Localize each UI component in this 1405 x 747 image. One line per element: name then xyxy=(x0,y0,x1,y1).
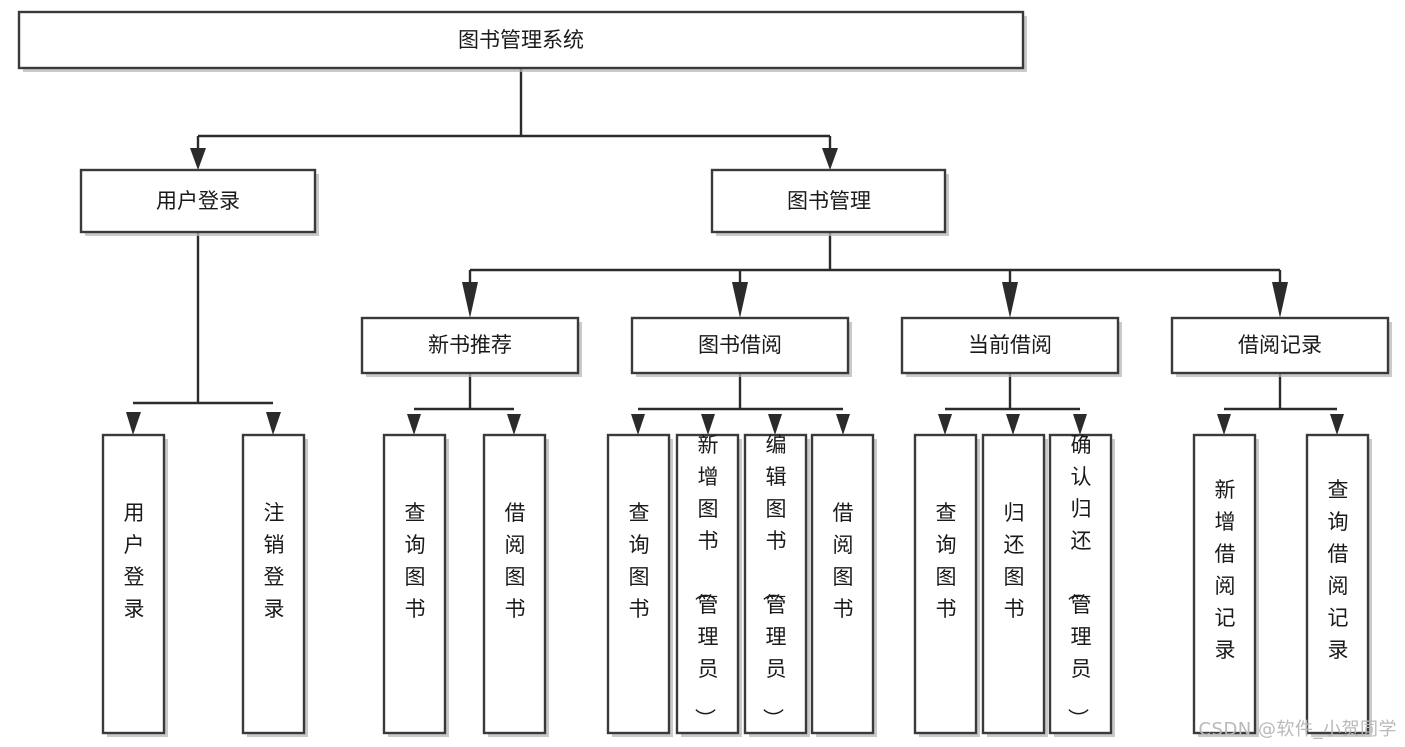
current-borrow-rect xyxy=(900,316,1120,375)
leaf-label: 新增图书（管理员） xyxy=(693,433,719,729)
leaf-label: 借阅图书 xyxy=(833,501,854,621)
new-book-recommend-label: 新书推荐 xyxy=(428,333,512,357)
leaf-user-login-1[interactable]: 用户登录 xyxy=(101,433,168,737)
arrow-borrowrecord-leaf-2 xyxy=(1330,414,1344,435)
leaf-label: 查询图书 xyxy=(936,501,957,621)
leaf-rect xyxy=(810,433,875,735)
borrow-record-label: 借阅记录 xyxy=(1238,333,1322,357)
leaf-rect xyxy=(743,433,808,735)
arrow-bookborrow-leaf-1 xyxy=(631,414,645,435)
arrow-currentborrow-leaf-1 xyxy=(938,414,952,435)
borrow-record-rect xyxy=(1170,316,1390,375)
leaf-new-book-2[interactable]: 借阅图书 xyxy=(482,433,549,737)
node-root[interactable]: 图书管理系统 xyxy=(17,10,1027,72)
arrow-bookmgmt-to-borrow xyxy=(732,282,748,318)
leaf-rect xyxy=(1305,433,1370,735)
leaf-label: 编辑图书（管理员） xyxy=(761,433,787,729)
book-management-label: 图书管理 xyxy=(787,189,871,213)
leaf-label: 借阅图书 xyxy=(505,501,526,621)
leaf-label: 查询图书 xyxy=(405,501,426,621)
arrow-bookborrow-leaf-2 xyxy=(701,414,715,435)
leaf-rect xyxy=(101,433,166,735)
root-rect xyxy=(17,10,1025,70)
leaf-rect xyxy=(606,433,671,735)
new-book-recommend-rect xyxy=(360,316,580,375)
leaf-book-borrow-4[interactable]: 借阅图书 xyxy=(810,433,877,737)
arrow-root-to-book-mgmt xyxy=(822,148,838,170)
leaf-rect xyxy=(382,433,447,735)
leaf-book-borrow-2[interactable]: 新增图书（管理员） xyxy=(675,433,742,737)
current-borrow-label: 当前借阅 xyxy=(968,333,1052,357)
node-book-management[interactable]: 图书管理 xyxy=(710,168,949,236)
leaf-label: 查询借阅记录 xyxy=(1328,478,1349,662)
arrow-bookborrow-leaf-4 xyxy=(836,414,850,435)
book-borrow-label: 图书借阅 xyxy=(698,333,782,357)
leaf-rect xyxy=(482,433,547,735)
leaf-rect xyxy=(1192,433,1257,735)
leaf-rect xyxy=(241,433,306,735)
leaf-rect xyxy=(1048,433,1113,735)
csdn-watermark: CSDN @软件_小贺同学 xyxy=(1198,719,1397,740)
leaf-rect xyxy=(913,433,978,735)
arrow-bookmgmt-to-record xyxy=(1272,282,1288,318)
leaf-label: 归还图书 xyxy=(1004,501,1025,621)
leaf-current-borrow-2[interactable]: 归还图书 xyxy=(981,433,1048,737)
arrow-bookmgmt-to-current xyxy=(1002,282,1018,318)
connector-layer xyxy=(126,68,1344,435)
user-login-rect xyxy=(79,168,317,234)
leaf-rect xyxy=(675,433,740,735)
node-current-borrow[interactable]: 当前借阅 xyxy=(900,316,1122,377)
leaf-current-borrow-3[interactable]: 确认归还（管理员） xyxy=(1048,433,1115,737)
node-user-login[interactable]: 用户登录 xyxy=(79,168,319,236)
book-borrow-rect xyxy=(630,316,850,375)
arrow-currentborrow-leaf-2 xyxy=(1006,414,1020,435)
node-new-book-recommend[interactable]: 新书推荐 xyxy=(360,316,582,377)
leaf-label: 查询图书 xyxy=(629,501,650,621)
arrow-currentborrow-leaf-3 xyxy=(1073,414,1087,435)
leaf-book-borrow-1[interactable]: 查询图书 xyxy=(606,433,673,737)
node-book-borrow[interactable]: 图书借阅 xyxy=(630,316,852,377)
arrow-userlogin-leaf-2 xyxy=(266,412,281,435)
leaf-current-borrow-1[interactable]: 查询图书 xyxy=(913,433,980,737)
leaf-label: 注销登录 xyxy=(264,501,285,621)
leaf-user-login-2[interactable]: 注销登录 xyxy=(241,433,308,737)
user-login-label: 用户登录 xyxy=(156,189,240,213)
arrow-userlogin-leaf-1 xyxy=(126,412,141,435)
book-management-rect xyxy=(710,168,947,234)
leaf-borrow-record-2[interactable]: 查询借阅记录 xyxy=(1305,433,1372,737)
leaf-label: 新增借阅记录 xyxy=(1215,478,1236,662)
node-borrow-record[interactable]: 借阅记录 xyxy=(1170,316,1392,377)
leaf-borrow-record-1[interactable]: 新增借阅记录 xyxy=(1192,433,1259,737)
leaf-rect xyxy=(981,433,1046,735)
arrow-newbook-leaf-2 xyxy=(507,414,521,435)
arrow-borrowrecord-leaf-1 xyxy=(1217,414,1231,435)
root-label: 图书管理系统 xyxy=(458,28,584,52)
leaf-label: 用户登录 xyxy=(124,501,145,621)
leaf-book-borrow-3[interactable]: 编辑图书（管理员） xyxy=(743,433,810,737)
arrow-bookmgmt-to-newbook xyxy=(462,282,478,318)
leaf-new-book-1[interactable]: 查询图书 xyxy=(382,433,449,737)
arrow-bookborrow-leaf-3 xyxy=(768,414,782,435)
arrow-newbook-leaf-1 xyxy=(407,414,421,435)
leaf-label: 确认归还（管理员） xyxy=(1066,433,1092,729)
arrow-root-to-user-login xyxy=(190,148,206,170)
